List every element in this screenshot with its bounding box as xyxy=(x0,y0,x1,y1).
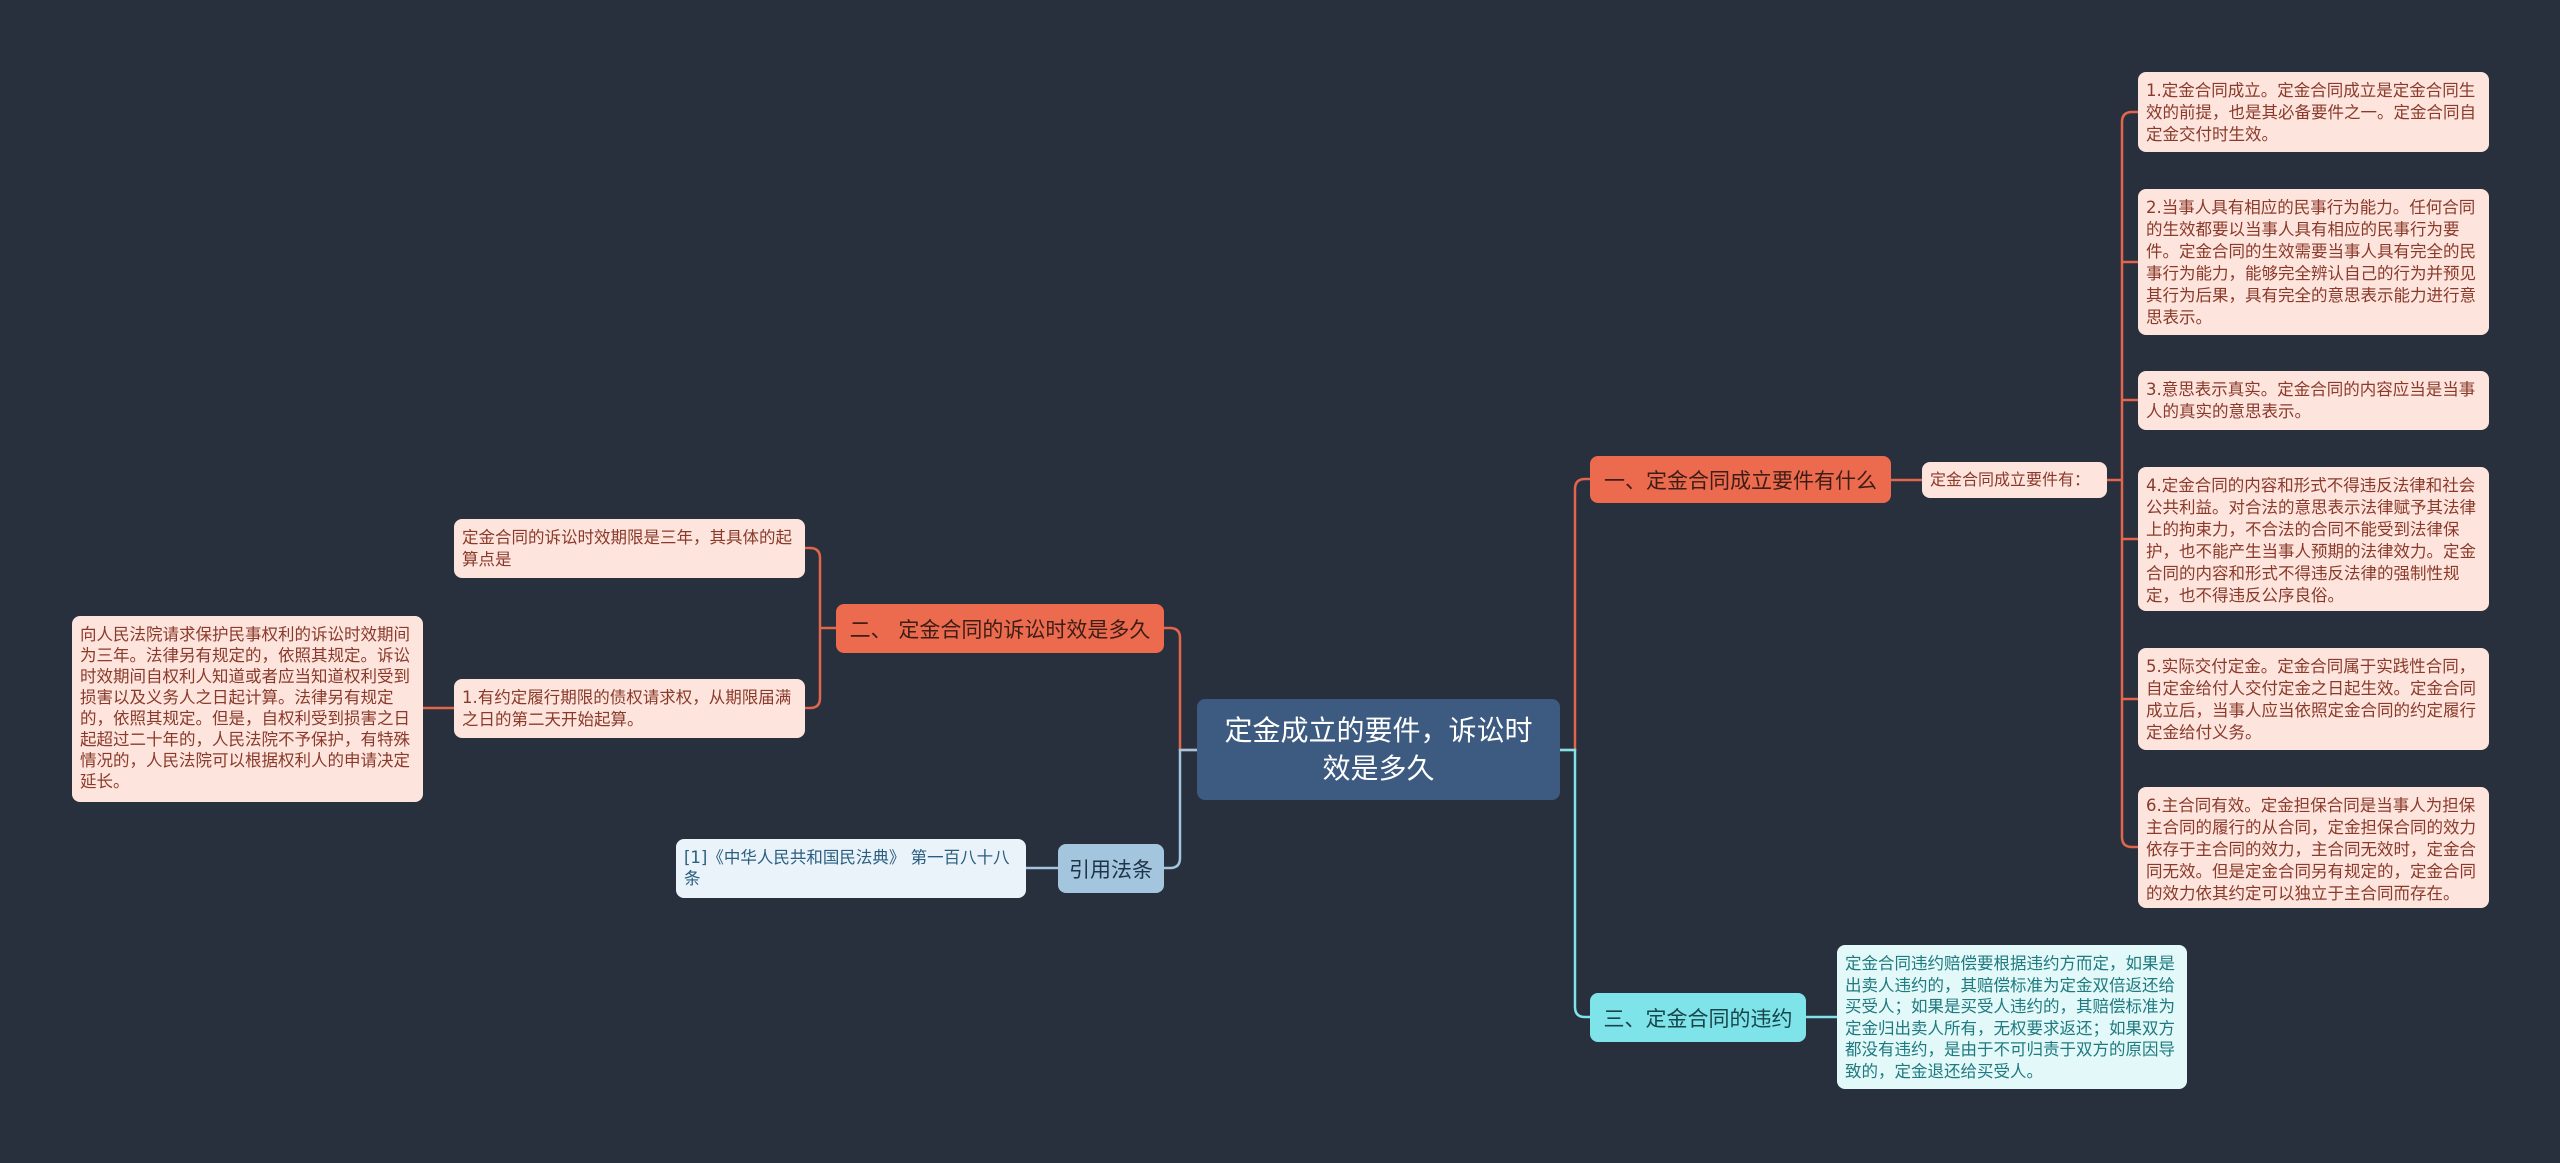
connector-center-branch2 xyxy=(1164,626,1197,752)
limitation-detail[interactable]: 向人民法院请求保护民事权利的诉讼时效期间为三年。法律另有规定的，依照其规定。诉讼… xyxy=(72,616,423,802)
branch-breach[interactable]: 三、定金合同的违约 xyxy=(1590,993,1806,1042)
connector-center-citation xyxy=(1164,748,1197,870)
central-topic[interactable]: 定金成立的要件，诉讼时效是多久 xyxy=(1197,699,1560,800)
intro-label: 定金合同成立要件有： xyxy=(1930,470,2091,489)
requirement-item[interactable]: 5.实际交付定金。定金合同属于实践性合同，自定金给付人交付定金之日起生效。定金合… xyxy=(2138,648,2489,750)
branch-requirements[interactable]: 一、定金合同成立要件有什么 xyxy=(1590,456,1891,503)
requirement-item[interactable]: 2.当事人具有相应的民事行为能力。任何合同的生效都要以当事人具有相应的民事行为要… xyxy=(2138,189,2489,335)
branch-label: 二、 定金合同的诉讼时效是多久 xyxy=(849,617,1151,642)
central-topic-label: 定金成立的要件，诉讼时效是多久 xyxy=(1224,713,1533,785)
branch-limitation[interactable]: 二、 定金合同的诉讼时效是多久 xyxy=(836,604,1164,653)
requirement-item[interactable]: 1.定金合同成立。定金合同成立是定金合同生效的前提，也是其必备要件之一。定金合同… xyxy=(2138,72,2489,152)
breach-detail[interactable]: 定金合同违约赔偿要根据违约方而定，如果是出卖人违约的，其赔偿标准为定金双倍返还给… xyxy=(1837,945,2187,1089)
connector-center-branch1 xyxy=(1560,477,1590,752)
citation-item[interactable]: [1]《中华人民共和国民法典》 第一百八十八条 xyxy=(676,839,1026,898)
requirement-item[interactable]: 6.主合同有效。定金担保合同是当事人为担保主合同的履行的从合同，定金担保合同的效… xyxy=(2138,787,2489,908)
connector-branch2-items xyxy=(805,546,836,710)
limitation-item[interactable]: 定金合同的诉讼时效期限是三年，其具体的起算点是 xyxy=(454,519,805,578)
requirements-intro[interactable]: 定金合同成立要件有： xyxy=(1922,462,2107,498)
requirement-item[interactable]: 3.意思表示真实。定金合同的内容应当是当事人的真实的意思表示。 xyxy=(2138,371,2489,430)
branch-citation[interactable]: 引用法条 xyxy=(1058,844,1164,893)
branch-label: 一、定金合同成立要件有什么 xyxy=(1604,468,1877,493)
connector-center-branch3 xyxy=(1560,748,1590,1019)
limitation-item[interactable]: 1.有约定履行期限的债权请求权，从期限届满之日的第二天开始起算。 xyxy=(454,679,805,738)
branch-label: 引用法条 xyxy=(1069,857,1153,882)
branch-label: 三、定金合同的违约 xyxy=(1603,1006,1793,1031)
connector-sub-items xyxy=(2107,110,2138,849)
requirement-item[interactable]: 4.定金合同的内容和形式不得违反法律和社会公共利益。对合法的意思表示法律赋予其法… xyxy=(2138,467,2489,611)
